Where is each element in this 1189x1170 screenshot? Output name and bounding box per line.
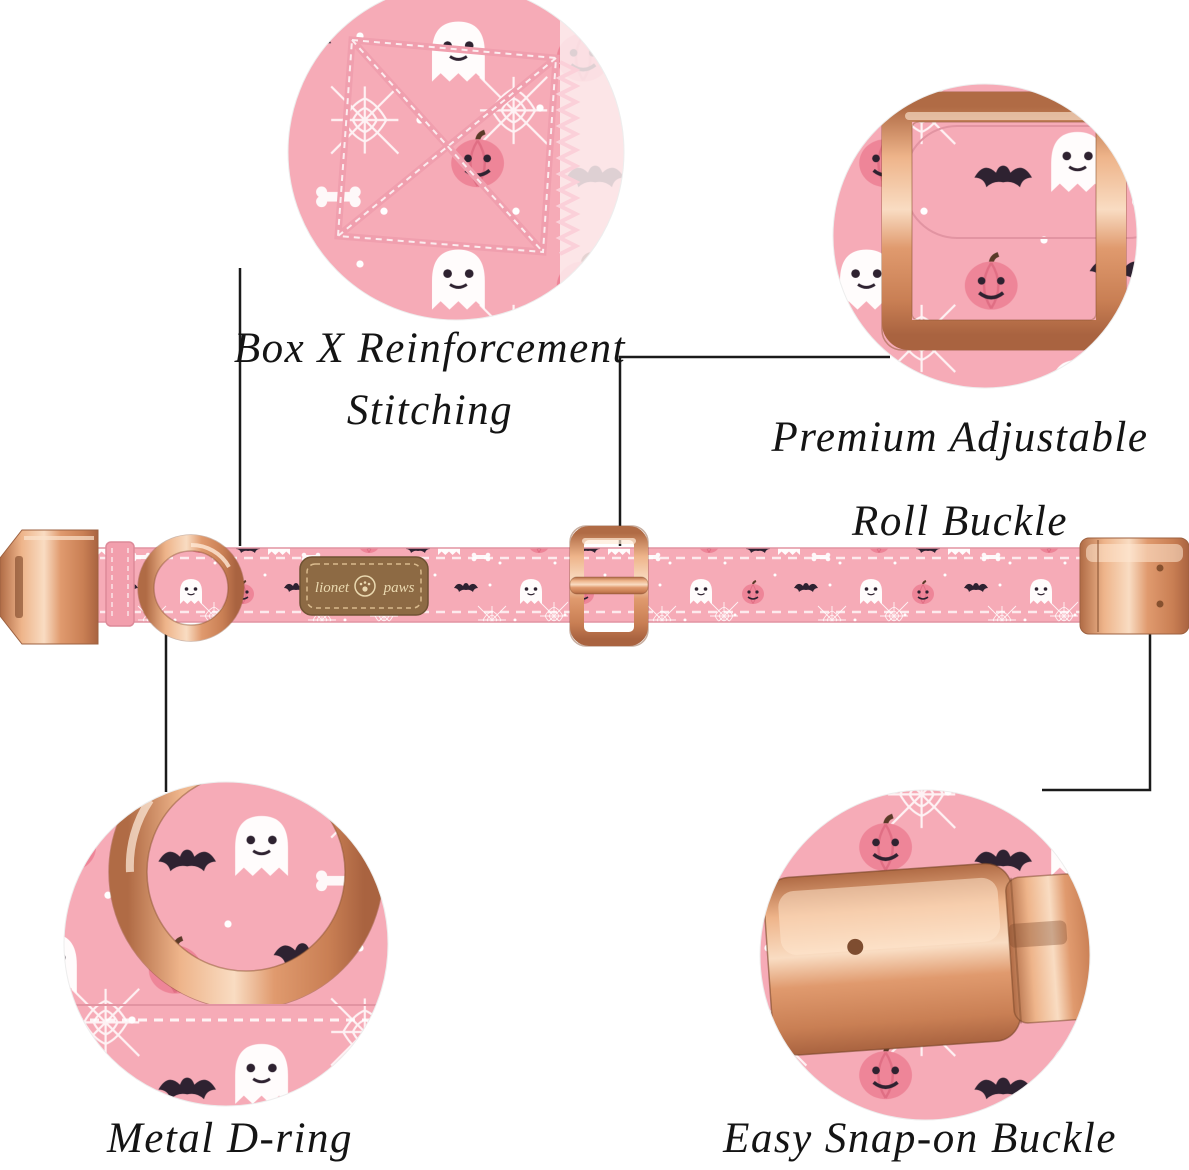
callout-label-snap-buckle: Easy Snap-on Buckle [655, 1108, 1185, 1170]
snap-buckle-detail-circle [759, 789, 1091, 1121]
roll-buckle-detail-image [833, 84, 1137, 388]
d-ring-detail-image [64, 782, 388, 1106]
d-ring-detail-circle [63, 781, 389, 1107]
stitching-detail-circle [287, 0, 625, 321]
roll-buckle-detail-circle [832, 83, 1138, 389]
callout-line-roll-buckle [618, 355, 890, 546]
strap-stitching [100, 556, 1095, 614]
callout-label-roll-buckle: Premium Adjustable Roll Buckle [760, 396, 1160, 564]
d-ring [137, 534, 245, 642]
buckle-male-part [1005, 871, 1090, 1024]
brand-patch: lionet paws [299, 556, 429, 616]
callout-lines [164, 268, 1152, 792]
left-buckle [0, 529, 99, 645]
snap-buckle-label: Easy Snap-on Buckle [723, 1115, 1117, 1162]
callout-label-stitching: Box X Reinforcement Stitching [180, 318, 680, 442]
patch-word-right: paws [383, 580, 415, 596]
d-ring-label: Metal D-ring [106, 1115, 354, 1162]
roll-buckle-label-line1: Premium Adjustable [771, 414, 1149, 461]
fabric-keeper [105, 541, 135, 627]
stitching-label-line1: Box X Reinforcement [233, 325, 627, 372]
roll-buckle-label-line2: Roll Buckle [852, 498, 1068, 545]
callout-line-snap-buckle [1042, 632, 1152, 792]
slider-buckle [569, 525, 649, 647]
right-buckle-end [1079, 537, 1189, 635]
buckle-hole [847, 938, 864, 955]
roll-buckle-frame [882, 92, 1126, 350]
fabric-roll [904, 125, 1137, 239]
snap-buckle-detail-image [760, 790, 1090, 1120]
serged-edge [555, 60, 581, 256]
patch-word-left: lionet [315, 580, 350, 596]
paw-logo-icon [354, 575, 376, 597]
stitching-label-line2: Stitching [346, 387, 514, 434]
callout-label-d-ring: Metal D-ring [60, 1108, 400, 1170]
collar-image: lionet paws [0, 525, 1189, 647]
stitching-detail-image [288, 0, 624, 320]
